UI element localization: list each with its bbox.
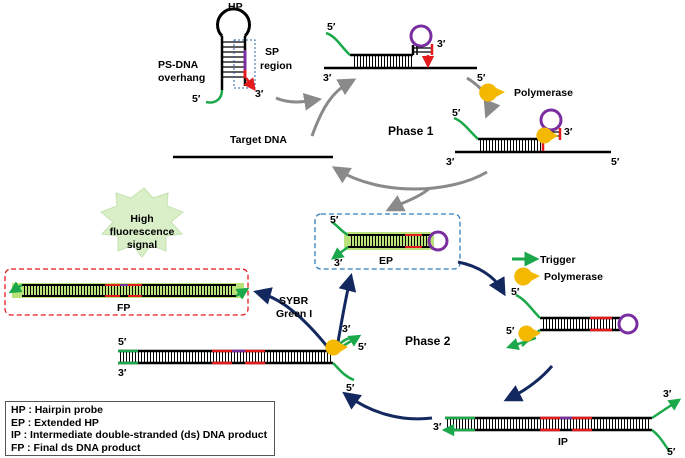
lc-five-prime-right: 5′ — [358, 341, 367, 353]
lc-five-prime-bottom: 5′ — [346, 382, 355, 394]
c1-three-prime-bottom: 3′ — [323, 72, 332, 84]
phase2-arrow-ip-to-complex — [342, 391, 433, 421]
ip-three-prime-right: 3′ — [663, 388, 672, 400]
phase1-arrow-to-ep — [385, 186, 431, 212]
ps-dna-label: PS-DNA — [158, 59, 199, 71]
polymerase-icon — [479, 83, 505, 102]
hp-five-prime: 5′ — [192, 93, 201, 105]
c1-three-prime-top: 3′ — [437, 38, 446, 50]
ep-box — [314, 213, 461, 270]
polymerase-icon-2 — [514, 267, 540, 286]
sybr-label: SYBR — [279, 295, 309, 307]
c1-five-prime-top: 5′ — [327, 21, 336, 33]
target-dna-label: Target DNA — [230, 134, 287, 146]
hp-target-complex — [324, 24, 477, 70]
phase2-arrow-to-ip — [503, 365, 554, 402]
legend-ep: EP : Extended HP — [11, 416, 99, 429]
ep-three-prime: 3′ — [334, 257, 343, 269]
phase1-label: Phase 1 — [388, 124, 434, 138]
trigger-label: Trigger — [540, 254, 576, 266]
phase2-arrow-ep-to-trigger — [457, 260, 506, 297]
polymerase2-label: Polymerase — [544, 271, 603, 283]
lc-three-prime-right: 3′ — [342, 323, 351, 335]
c2-three-prime-bottom: 3′ — [446, 156, 455, 168]
overhang-label: overhang — [158, 72, 205, 84]
legend-ip: IP : Intermediate double-stranded (ds) D… — [11, 429, 268, 441]
phase2-arrow-to-fp — [253, 287, 332, 351]
legend-hp: HP : Hairpin probe — [11, 404, 103, 416]
c1-five-prime-bottom: 5′ — [477, 72, 486, 84]
tc-five-prime-bottom: 5′ — [506, 325, 515, 337]
hairpin-probe — [205, 7, 256, 104]
lc-five-prime-top: 5′ — [118, 336, 127, 348]
phase2-left-complex — [118, 334, 362, 382]
polymerase-label: Polymerase — [514, 87, 573, 99]
green-i-label: Green I — [276, 308, 312, 320]
intermediate-product — [441, 398, 682, 453]
fluorescence-label: fluorescence — [110, 226, 175, 238]
phase1-arrow-recycle-target — [331, 166, 488, 191]
fp-label: FP — [117, 302, 130, 314]
final-product — [8, 281, 250, 300]
hp-three-prime: 3′ — [255, 88, 264, 100]
region-label: region — [260, 60, 292, 72]
ip-label: IP — [558, 436, 568, 448]
c2-five-prime-bottom: 5′ — [611, 156, 620, 168]
ip-five-prime-right: 5′ — [667, 446, 676, 458]
hp-label: HP — [228, 1, 243, 13]
lc-three-prime-bottom: 3′ — [118, 367, 127, 379]
signal-label: signal — [127, 239, 157, 251]
ep-five-prime: 5′ — [330, 214, 339, 226]
phase2-label: Phase 2 — [405, 334, 451, 348]
high-label: High — [130, 213, 153, 225]
tc-five-prime-top: 5′ — [511, 286, 520, 298]
hp-target-polymerase-complex — [453, 108, 611, 154]
fluorescence-burst — [100, 187, 184, 258]
legend-fp: FP : Final ds DNA product — [11, 441, 141, 454]
legend-box: HP : Hairpin probe EP : Extended HP IP :… — [5, 401, 275, 456]
extended-hp — [331, 220, 449, 260]
c2-five-prime-top: 5′ — [452, 107, 461, 119]
c2-three-prime-top: 3′ — [564, 126, 573, 138]
ep-label: EP — [379, 255, 393, 267]
phase1-arrow-hp-to-complex — [275, 92, 323, 111]
ip-three-prime-left: 3′ — [433, 421, 442, 433]
phase1-arrow-target-to-complex — [310, 78, 357, 137]
trigger-complex — [506, 293, 639, 350]
phase2-arrow-to-ep — [336, 273, 357, 343]
sp-label: SP — [265, 46, 279, 58]
